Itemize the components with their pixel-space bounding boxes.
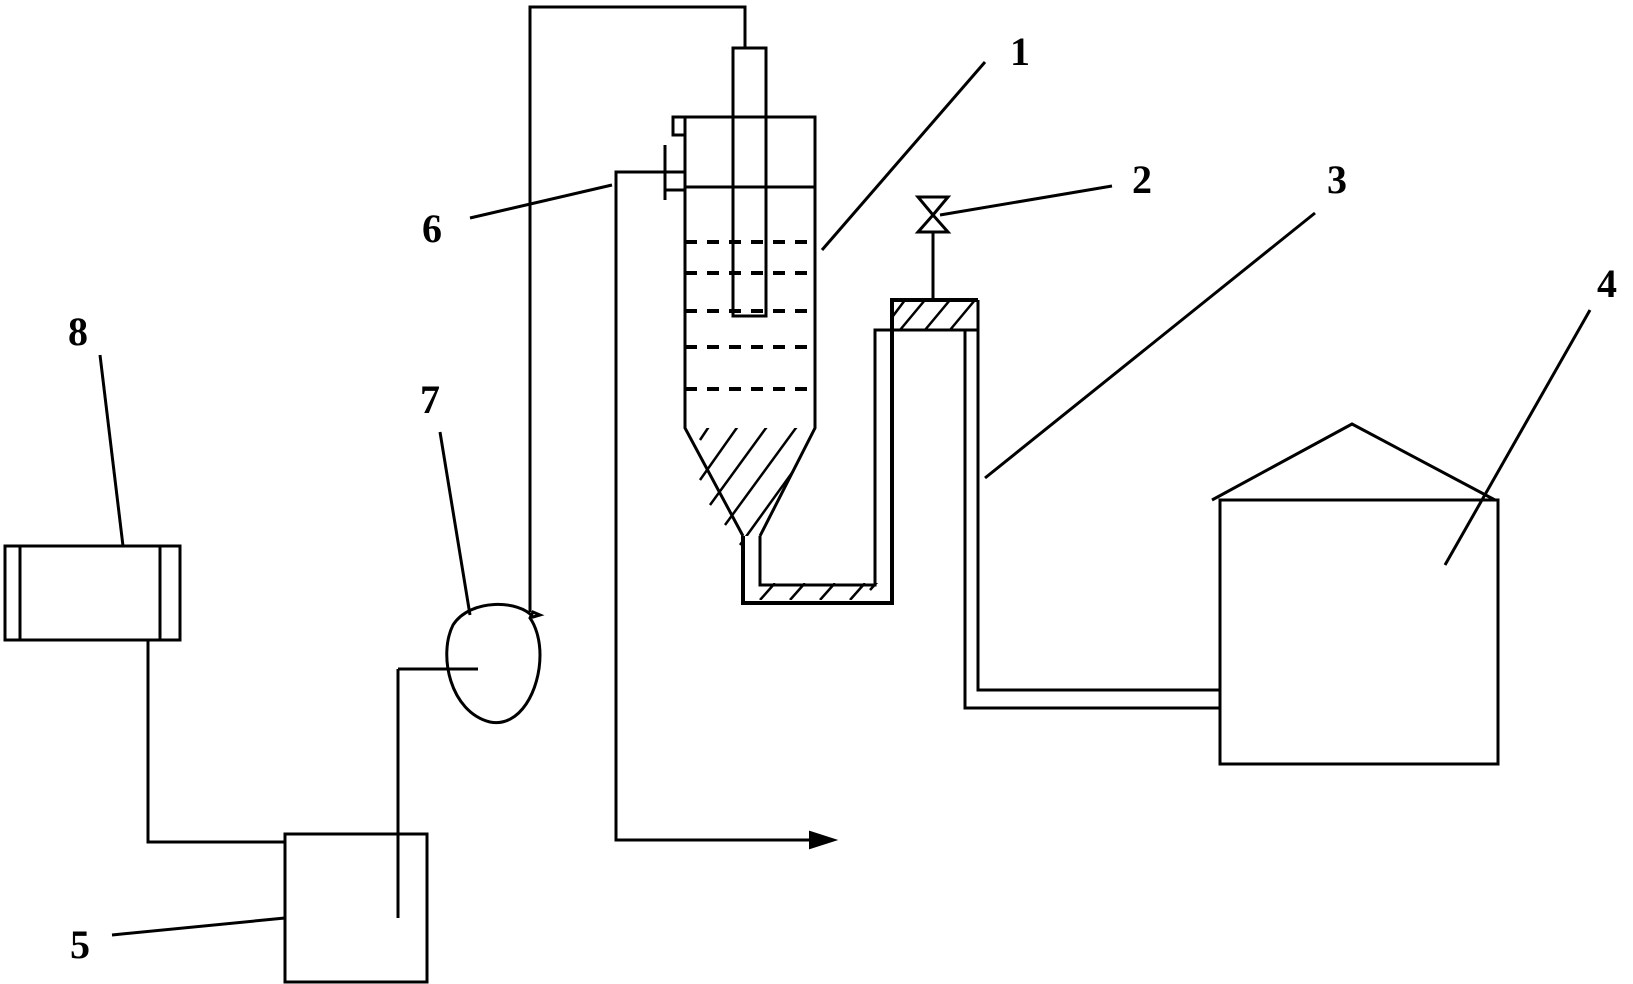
label-2: 2 xyxy=(1132,157,1152,202)
leader-4 xyxy=(1443,309,1592,566)
label-8: 8 xyxy=(68,309,88,354)
label-5: 5 xyxy=(70,922,90,967)
leader-2 xyxy=(939,184,1113,217)
leader-3 xyxy=(984,211,1316,480)
leader-1 xyxy=(820,61,987,251)
label-3: 3 xyxy=(1327,157,1347,202)
pipe-8-to-5 xyxy=(146,640,285,844)
label-4: 4 xyxy=(1597,261,1617,306)
valve-2 xyxy=(914,195,952,300)
storage-tank-4 xyxy=(1211,422,1500,766)
label-1: 1 xyxy=(1010,29,1030,74)
cartridge-unit-8 xyxy=(3,544,182,642)
tank-5 xyxy=(283,669,429,984)
reactor-1 xyxy=(663,46,817,561)
leader-6 xyxy=(469,183,613,220)
leader-7 xyxy=(438,431,472,616)
pipe-7-to-reactor xyxy=(528,5,747,612)
label-7: 7 xyxy=(420,377,440,422)
u-pipe xyxy=(741,298,980,605)
outlet-pipe-6 xyxy=(614,170,839,850)
leader-8 xyxy=(98,354,125,547)
label-6: 6 xyxy=(422,206,442,251)
pump-7 xyxy=(445,602,545,725)
leader-5 xyxy=(111,916,286,937)
pipe-3 xyxy=(963,330,1220,710)
